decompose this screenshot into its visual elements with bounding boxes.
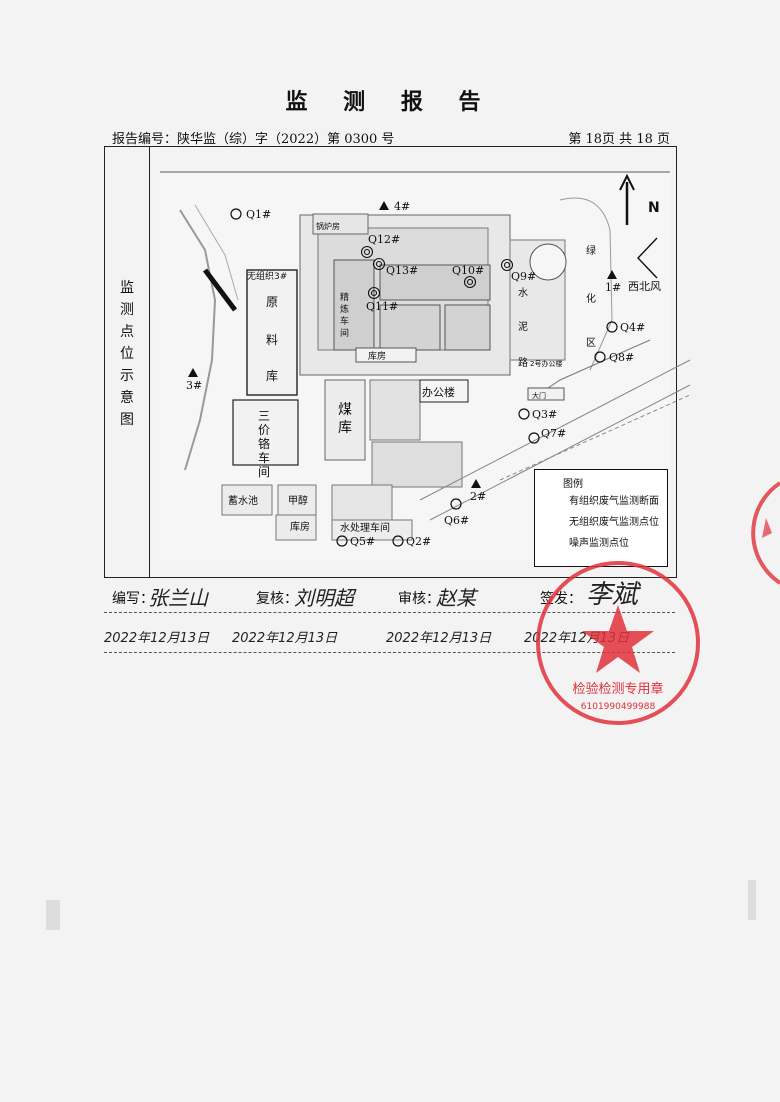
- label-kufang-2: 库房: [290, 520, 310, 533]
- fuhe-signature: 刘明超: [294, 586, 354, 610]
- figure-side-column: 监 测 点 位 示 意 图: [105, 147, 150, 577]
- point-q13-label: Q13#: [386, 264, 418, 277]
- shenhe-signature: 赵某: [436, 586, 476, 610]
- noise-1-label: 1#: [605, 281, 621, 294]
- label-jiachun: 甲醇: [288, 494, 308, 507]
- noise-3-marker: [188, 368, 198, 377]
- label-bangong: 办公楼: [422, 385, 455, 399]
- noise-4-marker: [379, 201, 389, 210]
- page-title: 监 测 报 告: [285, 89, 495, 115]
- bianxie-signature: 张兰山: [148, 586, 208, 610]
- map-legend: 图例 有组织废气监测断面 无组织废气监测点位 噪声监测点位: [534, 469, 668, 567]
- figure-side-label: 监 测 点 位 示 意 图: [120, 280, 134, 428]
- label-sanjiage-2: 价: [258, 423, 270, 437]
- divider-lower: [104, 652, 675, 653]
- label-wuzuzhi3: 无组织3#: [247, 270, 287, 282]
- label-sanjiage-3: 铬: [258, 436, 270, 451]
- label-yuanliao-1: 原: [266, 295, 278, 309]
- bianxie-label: 编写：: [112, 591, 154, 607]
- point-q6-label: Q6#: [444, 514, 469, 527]
- noise-2-marker: [471, 479, 481, 488]
- label-kufang-1: 库房: [368, 350, 386, 362]
- fuhe-label: 复核：: [256, 591, 298, 607]
- point-q11-label: Q11#: [366, 300, 398, 313]
- point-q10-label: Q10#: [452, 264, 484, 277]
- wind-label: 西北风: [628, 280, 661, 293]
- point-q6-marker: [450, 498, 462, 510]
- noise-1-marker: [607, 270, 617, 279]
- point-q8-marker: [594, 351, 606, 363]
- seal-number: 6101990499988: [581, 702, 656, 712]
- shenhe-label: 审核：: [398, 591, 440, 607]
- label-jinglian-4: 间: [340, 327, 349, 339]
- point-q1-marker: [230, 208, 242, 220]
- legend-title: 图例: [563, 479, 583, 490]
- date-fuhe: 2022年12月13日: [232, 631, 338, 646]
- legend-noise: 噪声监测点位: [569, 537, 629, 549]
- legend-unorganized: 无组织废气监测点位: [569, 516, 659, 528]
- official-seal: 检验检测专用章 6101990499988: [536, 561, 700, 725]
- label-shuichuli: 水处理车间: [340, 521, 390, 534]
- north-label: N: [648, 200, 660, 216]
- label-lvhua-3: 区: [586, 337, 596, 349]
- label-shuini-3: 路: [518, 356, 528, 369]
- divider-upper: [104, 612, 675, 613]
- label-mei-2: 库: [338, 420, 352, 436]
- noise-2-label: 2#: [470, 490, 486, 503]
- label-guolu: 锅炉房: [316, 221, 340, 231]
- legend-organized: 有组织废气监测断面: [569, 495, 659, 507]
- point-q12-label: Q12#: [368, 233, 400, 246]
- figure-frame: 监 测 点 位 示 意 图: [104, 146, 677, 578]
- label-lvhua-2: 化: [586, 292, 596, 305]
- label-xushui: 蓄水池: [228, 494, 258, 507]
- label-yuanliao-2: 料: [266, 333, 278, 347]
- scan-smudge: [748, 880, 756, 920]
- point-q3-marker: [518, 408, 530, 420]
- label-jinglian-1: 精: [340, 291, 349, 303]
- label-sanjiage-1: 三: [258, 409, 270, 423]
- point-q2-label: Q2#: [406, 535, 431, 548]
- date-bianxie: 2022年12月13日: [104, 631, 210, 646]
- label-shuini-1: 水: [518, 287, 528, 299]
- label-damen: 大门: [532, 391, 546, 400]
- label-sanjiage-5: 间: [258, 465, 270, 479]
- date-shenhe: 2022年12月13日: [386, 631, 492, 646]
- label-jinglian-3: 车: [340, 315, 349, 327]
- label-lvhua-1: 绿: [586, 244, 596, 257]
- point-q2-marker: [392, 535, 404, 547]
- label-mei-1: 煤: [338, 402, 352, 418]
- page-number: 第 18页 共 18 页: [568, 132, 670, 147]
- seal-text: 检验检测专用章: [572, 681, 663, 697]
- scan-smudge: [46, 900, 60, 930]
- noise-3-label: 3#: [186, 379, 202, 392]
- point-q1-label: Q1#: [246, 208, 271, 221]
- report-number: 报告编号：陕华监（综）字（2022）第 0300 号: [112, 132, 395, 147]
- label-jinglian-2: 炼: [340, 303, 349, 315]
- edge-seal-fragment: [751, 481, 780, 585]
- label-sanjiage-4: 车: [258, 450, 270, 465]
- qianfa-signature: 李斌: [586, 580, 639, 610]
- noise-4-label: 4#: [394, 200, 410, 213]
- point-q3-label: Q3#: [532, 408, 557, 421]
- label-yuanliao-3: 库: [266, 368, 278, 383]
- point-q9-label: Q9#: [511, 270, 536, 283]
- label-bangong2: 2号办公楼: [530, 359, 562, 368]
- point-q5-label: Q5#: [350, 535, 375, 548]
- point-q5-marker: [336, 535, 348, 547]
- point-q8-label: Q8#: [609, 351, 634, 364]
- point-q7-label: Q7#: [541, 427, 566, 440]
- point-q4-marker: [606, 321, 618, 333]
- label-shuini-2: 泥: [518, 320, 528, 333]
- point-q4-label: Q4#: [620, 321, 645, 334]
- point-q7-marker: [528, 432, 540, 444]
